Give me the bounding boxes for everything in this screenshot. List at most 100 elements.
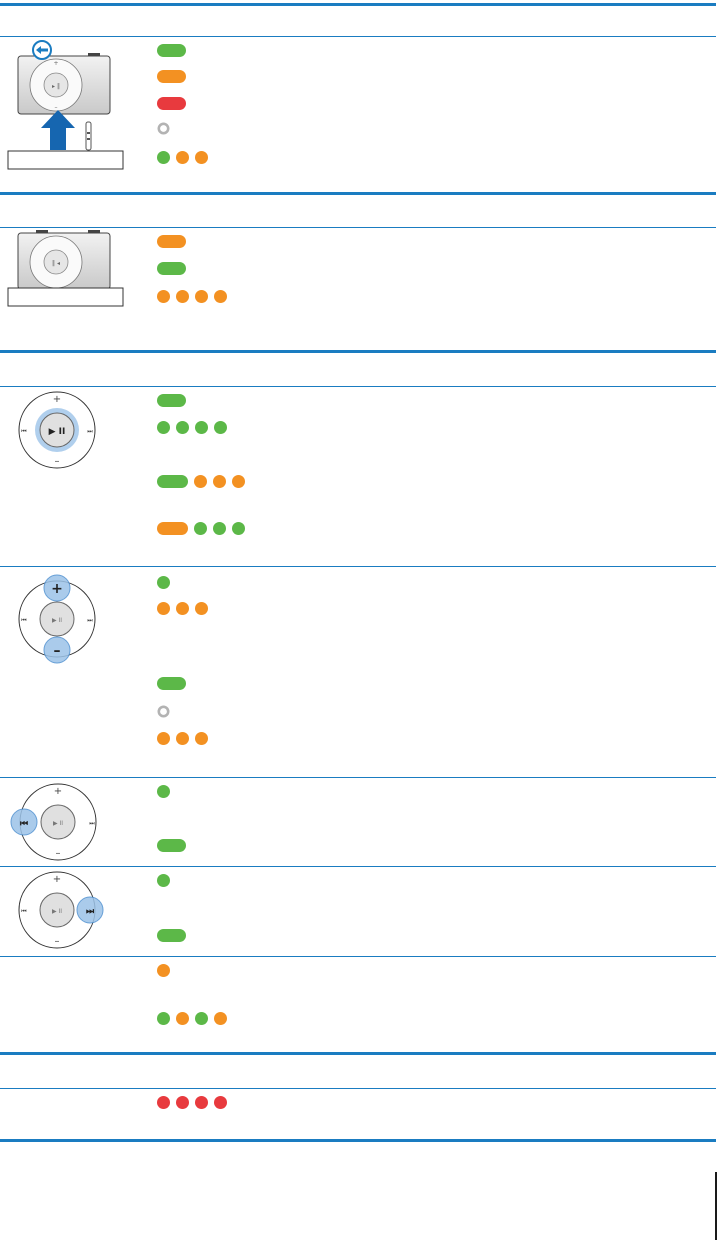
svg-text:+: +: [53, 60, 58, 67]
row-rule: [0, 566, 716, 567]
status-light-orange-blink-icon: [195, 151, 208, 164]
status-light-row: [157, 576, 170, 589]
svg-text:⏭: ⏭: [87, 428, 93, 435]
status-light-row: [157, 1012, 227, 1025]
status-light-row: [157, 1096, 227, 1109]
svg-text:▶ II: ▶ II: [49, 427, 66, 437]
status-light-orange-blink-icon: [157, 964, 170, 977]
status-light-red-blink-icon: [176, 1096, 189, 1109]
status-light-row: [157, 70, 186, 83]
status-light-row: [157, 97, 186, 110]
svg-text:+: +: [51, 581, 63, 597]
status-light-row: [157, 705, 170, 718]
status-light-green-steady-icon: [157, 44, 186, 57]
status-light-row: [157, 421, 227, 434]
status-light-orange-steady-icon: [157, 70, 186, 83]
section-rule: [0, 192, 716, 195]
status-light-row: [157, 394, 186, 407]
header-rule: [0, 386, 716, 387]
svg-text:⏭: ⏭: [86, 907, 95, 917]
status-light-green-blink-icon: [214, 421, 227, 434]
svg-text:+: +: [53, 394, 61, 405]
status-light-orange-blink-icon: [157, 290, 170, 303]
status-light-orange-blink-icon: [232, 475, 245, 488]
status-light-row: [157, 874, 170, 887]
status-light-orange-blink-icon: [176, 1012, 189, 1025]
status-light-green-steady-icon: [157, 929, 186, 942]
status-light-row: [157, 522, 245, 535]
status-light-green-blink-icon: [157, 785, 170, 798]
status-light-orange-blink-icon: [176, 602, 189, 615]
svg-text:⏮: ⏮: [20, 819, 28, 829]
status-light-orange-steady-icon: [157, 522, 188, 535]
svg-text:+: +: [53, 874, 61, 885]
status-light-row: [157, 235, 186, 248]
next-highlight-icon: ▶ II + – ⏮ ⏭: [14, 871, 106, 949]
svg-text:▶ II: ▶ II: [52, 908, 62, 915]
previous-highlight-icon: ▶ II + – ⏮ ⏭: [10, 783, 100, 861]
status-light-off-icon: [157, 705, 170, 718]
svg-text:+: +: [54, 786, 62, 797]
status-light-green-blink-icon: [194, 522, 207, 535]
status-light-orange-steady-icon: [157, 235, 186, 248]
status-light-green-blink-icon: [176, 421, 189, 434]
status-light-orange-blink-icon: [157, 732, 170, 745]
status-light-green-blink-icon: [157, 421, 170, 434]
status-light-row: [157, 839, 186, 852]
status-light-row: [157, 732, 208, 745]
section-rule: [0, 1052, 716, 1055]
shuffle-docked-icon: ‖ ◂: [7, 229, 128, 309]
svg-text:–: –: [55, 456, 60, 467]
svg-text:–: –: [54, 643, 61, 659]
section-rule-bottom: [0, 1139, 716, 1142]
status-light-green-blink-icon: [213, 522, 226, 535]
svg-text:▶ II: ▶ II: [53, 820, 63, 827]
status-light-green-steady-icon: [157, 677, 186, 690]
status-light-green-blink-icon: [157, 576, 170, 589]
status-light-red-steady-icon: [157, 97, 186, 110]
status-light-green-blink-icon: [232, 522, 245, 535]
svg-text:▶ II: ▶ II: [52, 617, 62, 624]
status-light-red-blink-icon: [157, 1096, 170, 1109]
status-light-green-steady-icon: [157, 394, 186, 407]
row-rule: [0, 777, 716, 778]
play-pause-highlight-icon: ▶ II + – ⏮ ⏭: [14, 391, 100, 469]
header-rule: [0, 1088, 716, 1089]
svg-text:–: –: [55, 104, 58, 111]
status-light-orange-blink-icon: [195, 602, 208, 615]
row-rule: [0, 866, 716, 867]
status-light-off-icon: [157, 122, 170, 135]
svg-text:⏮: ⏮: [21, 428, 27, 435]
status-light-row: [157, 785, 170, 798]
section-rule: [0, 350, 716, 353]
svg-text:⏮: ⏮: [21, 617, 27, 624]
volume-highlight-icon: ▶ II + – ⏮ ⏭: [14, 572, 100, 666]
status-light-orange-blink-icon: [213, 475, 226, 488]
header-rule: [0, 227, 716, 228]
status-light-row: [157, 151, 208, 164]
status-light-red-blink-icon: [195, 1096, 208, 1109]
svg-text:▸ ‖: ▸ ‖: [52, 83, 60, 90]
status-light-row: [157, 44, 186, 57]
status-light-row: [157, 262, 186, 275]
svg-text:⏭: ⏭: [87, 617, 93, 624]
row-rule: [0, 956, 716, 957]
shuffle-in-dock-icon: ▸ ‖ + –: [7, 38, 128, 172]
status-light-green-blink-icon: [157, 151, 170, 164]
status-light-green-blink-icon: [195, 1012, 208, 1025]
svg-text:⏭: ⏭: [89, 820, 95, 827]
status-light-row: [157, 290, 227, 303]
status-light-row: [157, 122, 170, 135]
status-light-row: [157, 677, 186, 690]
status-light-row: [157, 602, 208, 615]
status-light-green-blink-icon: [157, 874, 170, 887]
section-rule-top: [0, 3, 716, 6]
status-light-orange-blink-icon: [176, 151, 189, 164]
status-light-orange-blink-icon: [176, 290, 189, 303]
status-light-row: [157, 929, 186, 942]
status-light-orange-blink-icon: [214, 1012, 227, 1025]
status-light-green-steady-icon: [157, 262, 186, 275]
status-light-orange-blink-icon: [195, 290, 208, 303]
svg-text:–: –: [56, 848, 61, 859]
svg-text:‖ ◂: ‖ ◂: [52, 260, 60, 267]
